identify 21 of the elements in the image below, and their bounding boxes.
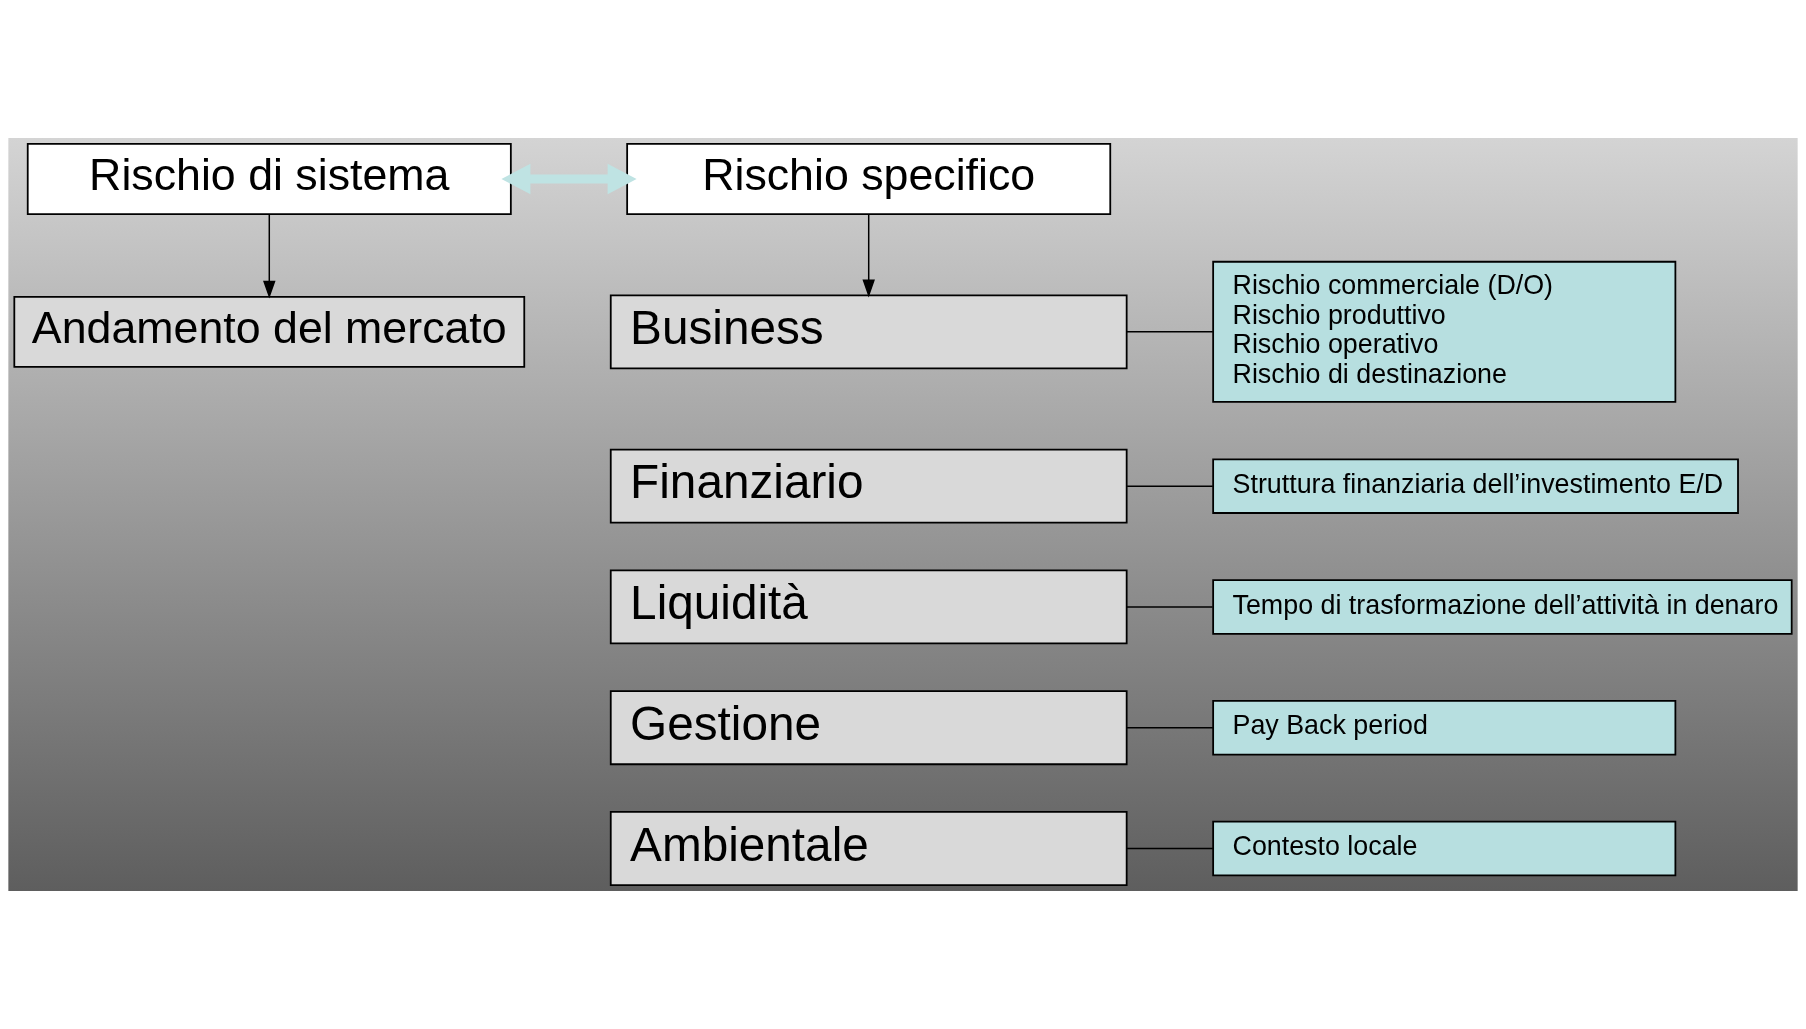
connector (1126, 485, 1214, 487)
connector (1125, 847, 1214, 850)
connector (1126, 606, 1214, 608)
node-box: Rischio specifico (626, 143, 1112, 215)
node-box: Gestione (609, 690, 1128, 766)
node-box: Pay Back period (1212, 700, 1677, 756)
node-box: Struttura finanziaria dell’investimento E/D (1212, 458, 1739, 514)
node-box: Rischio di sistema (26, 143, 512, 215)
connector (1125, 727, 1214, 729)
node-box: Finanziario (609, 448, 1128, 524)
arrow (501, 163, 637, 195)
node-box: Liquidità (609, 569, 1128, 645)
arrow (263, 213, 276, 299)
node-box: Rischio commerciale (D/O) Rischio produttivo Rischio operativo Rischio di destinazione (1212, 260, 1677, 403)
connector (1125, 331, 1214, 333)
arrow (862, 213, 875, 298)
node-box: Ambientale (609, 811, 1128, 886)
node-box: Tempo di trasformazione dell’attività in denaro (1212, 579, 1793, 635)
node-box: Contesto locale (1212, 820, 1677, 877)
node-box: Andamento del mercato (13, 295, 526, 368)
node-box: Business (609, 294, 1128, 370)
